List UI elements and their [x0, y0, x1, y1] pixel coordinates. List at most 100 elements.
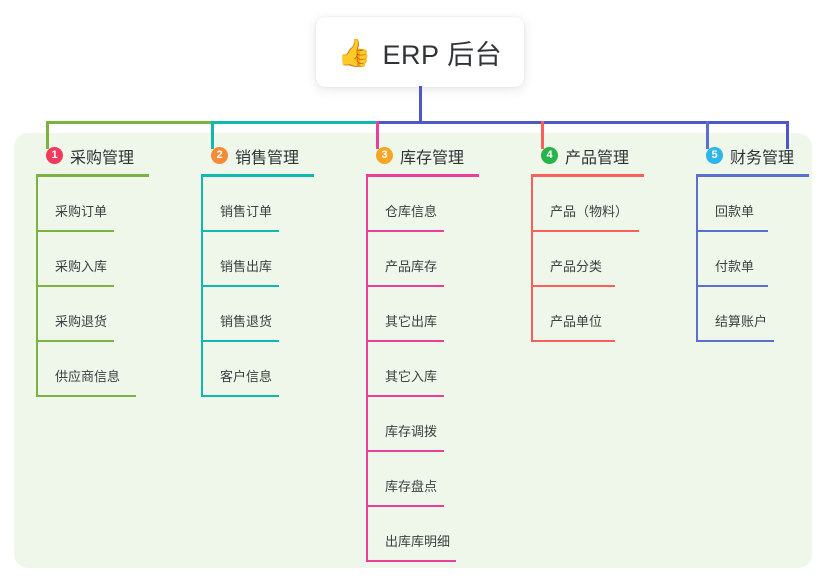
root-node[interactable]: 👍 ERP 后台 — [316, 17, 524, 87]
column-rail — [696, 177, 698, 342]
list-item[interactable]: 客户信息 — [201, 342, 349, 397]
list-item-underline — [696, 340, 774, 342]
root-title: ERP 后台 — [382, 39, 503, 70]
bus-segment-4 — [541, 121, 789, 124]
column-header-underline — [531, 174, 644, 177]
list-item[interactable]: 付款单 — [696, 232, 839, 287]
root-trunk-line — [419, 86, 422, 123]
branch-stub-4 — [541, 121, 544, 149]
list-item-underline — [36, 230, 114, 232]
column-number-badge: 5 — [706, 147, 723, 164]
list-item[interactable]: 库存调拨 — [366, 397, 514, 452]
bus-right-end-cap — [786, 121, 789, 149]
list-item-underline — [36, 340, 114, 342]
list-item-label: 销售出库 — [220, 259, 273, 274]
list-item[interactable]: 仓库信息 — [366, 177, 514, 232]
column-items: 仓库信息产品库存其它出库其它入库库存调拨库存盘点出库库明细 — [366, 177, 514, 562]
branch-stub-1 — [46, 121, 49, 149]
list-item-label: 回款单 — [715, 204, 755, 219]
column-header-underline — [201, 174, 314, 177]
list-item-underline — [201, 285, 279, 287]
list-item-underline — [366, 230, 444, 232]
list-item[interactable]: 结算账户 — [696, 287, 839, 342]
list-item-underline — [366, 560, 456, 562]
list-item-underline — [201, 395, 279, 397]
column-items: 销售订单销售出库销售退货客户信息 — [201, 177, 349, 397]
column-header-underline — [36, 174, 149, 177]
bus-segment-1 — [46, 121, 211, 124]
list-item-label: 结算账户 — [715, 314, 768, 329]
list-item-label: 付款单 — [715, 259, 755, 274]
list-item[interactable]: 其它出库 — [366, 287, 514, 342]
column-header-4[interactable]: 4 产品管理 — [531, 142, 679, 169]
list-item-underline — [36, 395, 136, 397]
list-item[interactable]: 产品库存 — [366, 232, 514, 287]
list-item-underline — [696, 285, 768, 287]
column-title: 销售管理 — [235, 149, 300, 167]
column-header-underline — [696, 174, 809, 177]
branch-stub-2 — [211, 121, 214, 149]
list-item[interactable]: 产品单位 — [531, 287, 679, 342]
list-item-underline — [531, 340, 615, 342]
column-title: 财务管理 — [730, 149, 795, 167]
bus-segment-2 — [211, 121, 376, 124]
column-items: 回款单付款单结算账户 — [696, 177, 839, 342]
thumbs-up-icon: 👍 — [337, 37, 372, 68]
list-item[interactable]: 产品（物料） — [531, 177, 679, 232]
list-item[interactable]: 采购退货 — [36, 287, 184, 342]
list-item-label: 采购退货 — [55, 314, 108, 329]
list-item[interactable]: 回款单 — [696, 177, 839, 232]
list-item-underline — [36, 285, 114, 287]
list-item-underline — [366, 285, 444, 287]
list-item-underline — [696, 230, 768, 232]
list-item-label: 采购订单 — [55, 204, 108, 219]
list-item[interactable]: 采购入库 — [36, 232, 184, 287]
list-item[interactable]: 产品分类 — [531, 232, 679, 287]
list-item-label: 客户信息 — [220, 369, 273, 384]
list-item-label: 库存调拨 — [385, 424, 438, 439]
list-item-underline — [366, 340, 444, 342]
list-item-label: 仓库信息 — [385, 204, 438, 219]
list-item-underline — [366, 505, 444, 507]
list-item-underline — [366, 450, 444, 452]
column-title: 产品管理 — [565, 149, 630, 167]
list-item-underline — [201, 230, 279, 232]
list-item-label: 销售退货 — [220, 314, 273, 329]
list-item-label: 库存盘点 — [385, 479, 438, 494]
list-item[interactable]: 采购订单 — [36, 177, 184, 232]
branch-column-4: 4 产品管理产品（物料） 产品分类产品单位 — [531, 142, 679, 342]
column-header-5[interactable]: 5 财务管理 — [696, 142, 839, 169]
list-item[interactable]: 库存盘点 — [366, 452, 514, 507]
list-item[interactable]: 其它入库 — [366, 342, 514, 397]
content-panel — [14, 133, 812, 568]
list-item-label: 销售订单 — [220, 204, 273, 219]
list-item-underline — [531, 285, 615, 287]
column-rail — [201, 177, 203, 397]
list-item[interactable]: 销售退货 — [201, 287, 349, 342]
list-item-label: 产品单位 — [550, 314, 603, 329]
column-title: 采购管理 — [70, 149, 135, 167]
list-item-label: 其它出库 — [385, 314, 438, 329]
list-item[interactable]: 出库库明细 — [366, 507, 514, 562]
bus-segment-3 — [376, 121, 541, 124]
list-item[interactable]: 销售出库 — [201, 232, 349, 287]
list-item[interactable]: 销售订单 — [201, 177, 349, 232]
branch-column-5: 5 财务管理回款单付款单结算账户 — [696, 142, 839, 342]
list-item-label: 采购入库 — [55, 259, 108, 274]
list-item-label: 供应商信息 — [55, 369, 121, 384]
column-title: 库存管理 — [400, 149, 465, 167]
list-item-label: 出库库明细 — [385, 534, 451, 549]
column-number-badge: 4 — [541, 147, 558, 164]
list-item-label: 产品分类 — [550, 259, 603, 274]
branch-stub-3 — [376, 121, 379, 149]
list-item[interactable]: 供应商信息 — [36, 342, 184, 397]
list-item-underline — [366, 395, 444, 397]
list-item-label: 其它入库 — [385, 369, 438, 384]
